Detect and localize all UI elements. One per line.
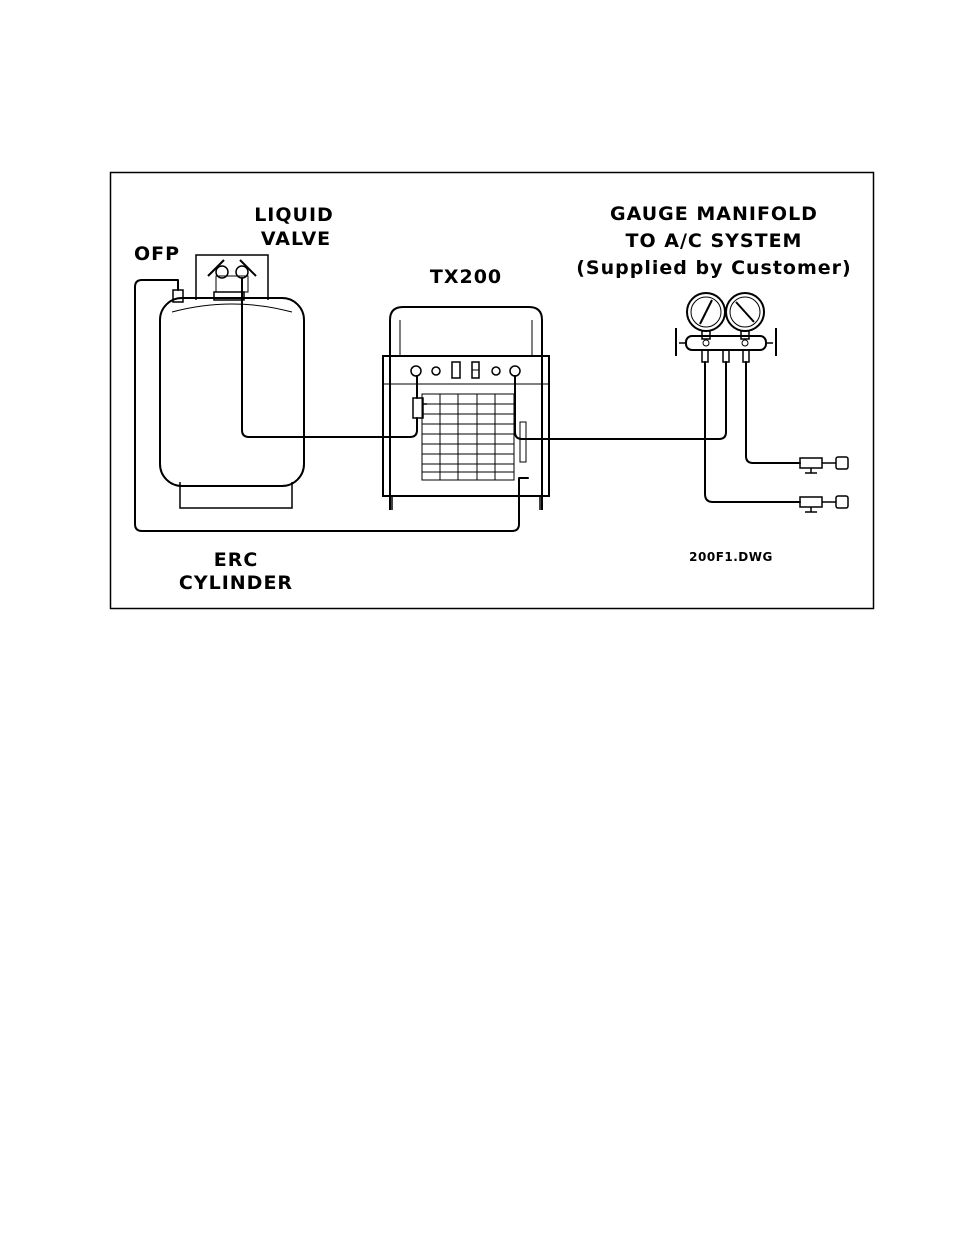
hose-ofp-to-tx200 [135,280,528,531]
erc-label-line2: CYLINDER [179,572,293,594]
tx200-label: TX200 [430,266,502,288]
liquid-valve-label-line1: LIQUID [254,204,334,226]
coupler-low [800,496,848,512]
ofp-label: OFP [134,243,180,265]
hose-manifold-high [746,362,800,463]
erc-label-line1: ERC [214,549,259,571]
coupler-high [800,457,848,473]
gauge-manifold [676,293,776,362]
gauge-manifold-label-line2: TO A/C SYSTEM [626,230,803,252]
gauge-manifold-label-line3: (Supplied by Customer) [576,257,851,279]
liquid-valve-label-line2: VALVE [261,228,331,250]
hose-tx200-to-manifold [515,362,726,439]
gauge-manifold-label-line1: GAUGE MANIFOLD [610,203,818,225]
erc-cylinder [160,255,304,508]
hose-manifold-low [705,362,800,502]
drawing-id-label: 200F1.DWG [689,550,773,564]
tx200-unit [383,307,549,510]
